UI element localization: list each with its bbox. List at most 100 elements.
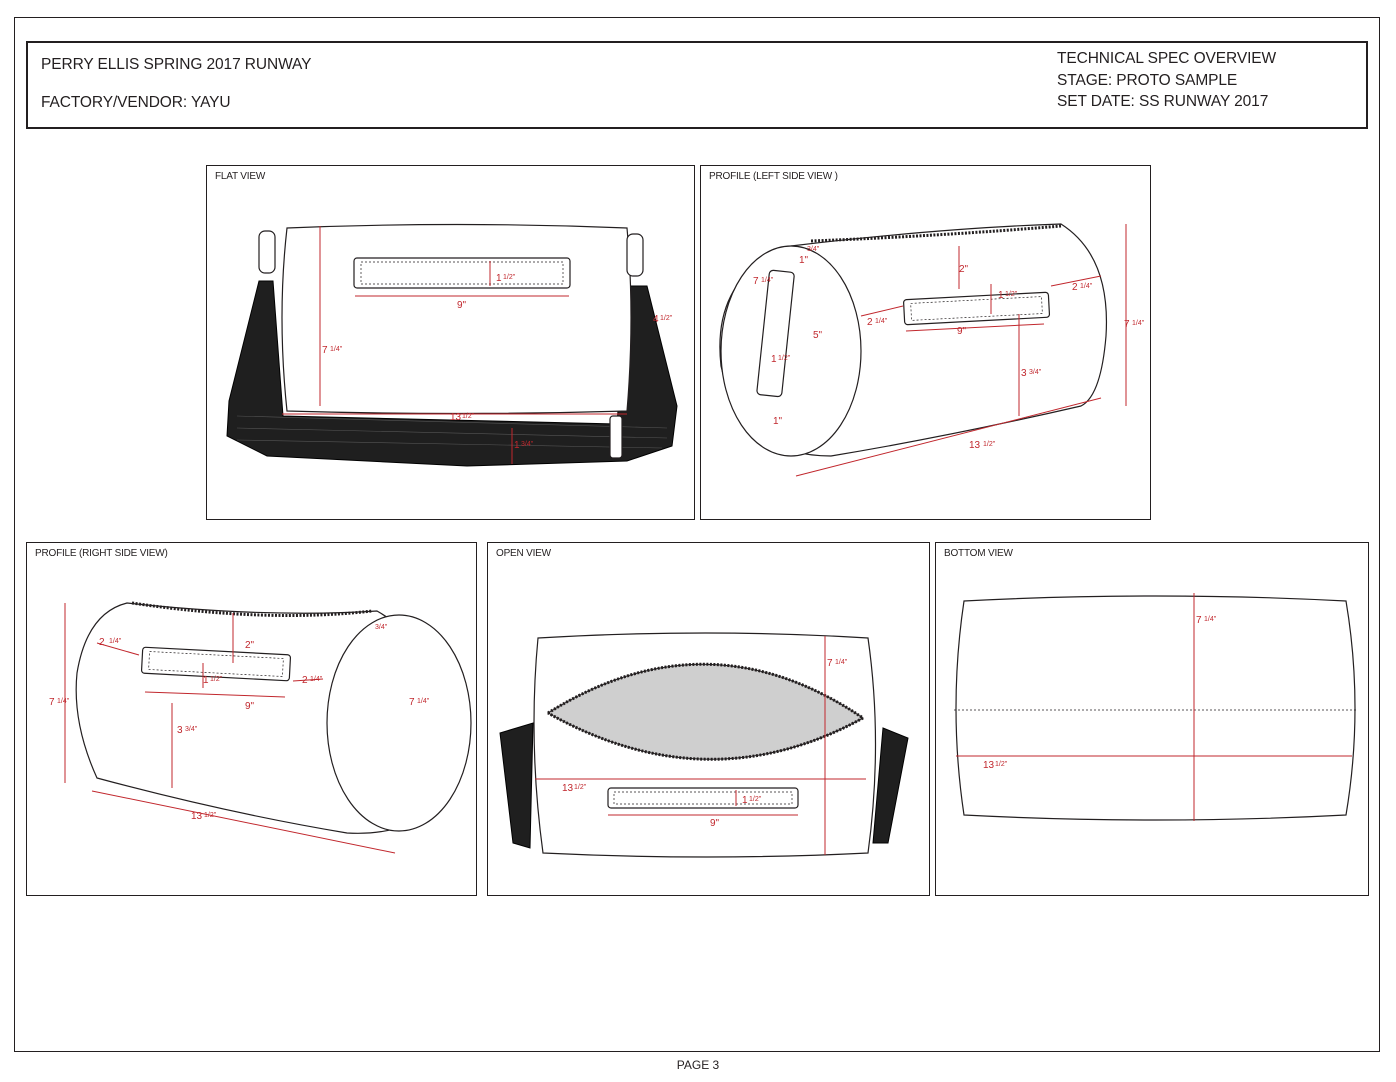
dim-height-frac: 1/4" <box>1132 320 1145 327</box>
vendor-label: FACTORY/VENDOR: YAYU <box>41 94 231 111</box>
dim-strap: 1 <box>514 440 520 451</box>
right-profile-drawing: 2 1/4" 2" 1 1/2" 2 1/4" 9" 7 1/4" 3 3/4"… <box>49 601 472 854</box>
dim-end-dia-frac: 1/4" <box>761 277 774 284</box>
dim-handle-drop: 3 <box>1021 368 1027 379</box>
dim-ring: 4 <box>653 314 659 325</box>
open-view-drawing: 7 1/4" 13 1/2" 1 1/2" 9" <box>499 632 909 858</box>
end-handle <box>756 269 795 398</box>
dim-height: 7 <box>49 697 55 708</box>
dim-height-frac: 1/4" <box>330 346 343 353</box>
strap-buckle <box>609 415 623 459</box>
doc-title: TECHNICAL SPEC OVERVIEW <box>1057 50 1277 67</box>
end-panel <box>720 245 862 457</box>
dim-height-frac: 1/4" <box>57 698 70 705</box>
right-clip <box>626 233 644 277</box>
dim-handle-h-frac: 1/2" <box>749 796 762 803</box>
dim-end-handle-w-frac: 1/2" <box>778 355 791 362</box>
left-strap <box>499 722 534 849</box>
dim-length-frac: 1/2" <box>983 441 996 448</box>
top-handle <box>353 257 571 289</box>
dim-left-gap-frac: 1/4" <box>109 638 122 645</box>
flat-view-drawing: 7 1/4" 1 1/2" 9" 13 1/2" 1 3/4" 4 1/2" <box>226 223 678 467</box>
bag-bottom <box>955 595 1356 821</box>
stage-label: STAGE: PROTO SAMPLE <box>1057 72 1238 89</box>
left-profile-panel: PROFILE (LEFT SIDE VIEW ) 3/4" 1" 7 1/4"… <box>700 165 1151 520</box>
panel-title: PROFILE (LEFT SIDE VIEW ) <box>709 171 838 182</box>
end-panel <box>326 614 472 832</box>
panel-title: PROFILE (RIGHT SIDE VIEW) <box>35 548 168 559</box>
dim-top-gap: 1" <box>799 255 809 266</box>
bottom-view-drawing: 7 1/4" 13 1/2" <box>954 593 1356 821</box>
zipper <box>810 224 1062 243</box>
right-strap <box>872 727 909 844</box>
dim-handle-h: 1 <box>998 290 1004 301</box>
dim-left-gap-frac: 1/4" <box>875 318 888 325</box>
dim-zip-gap: 2" <box>959 264 969 275</box>
dim-width: 13 <box>562 783 574 794</box>
page-frame <box>14 17 1380 1052</box>
right-profile-panel: PROFILE (RIGHT SIDE VIEW) 2 1/4" 2" 1 1/… <box>26 542 477 896</box>
dim-width: 13 <box>450 412 462 423</box>
panel-title: BOTTOM VIEW <box>944 548 1013 559</box>
dim-strap-frac: 3/4" <box>521 441 534 448</box>
left-clip <box>258 230 276 274</box>
dim-right-gap: 2 <box>1072 282 1078 293</box>
dim-length: 13 <box>969 440 981 451</box>
set-date-label: SET DATE: SS RUNWAY 2017 <box>1057 93 1269 110</box>
dim-height: 7 <box>322 345 328 356</box>
dim-ring-frac: 1/2" <box>660 315 673 322</box>
bottom-view-panel: BOTTOM VIEW 7 1/4" 13 1/2" <box>935 542 1369 896</box>
panel-title: OPEN VIEW <box>496 548 551 559</box>
dim-handle-h-frac: 1/2" <box>210 676 223 683</box>
dim-width-frac: 1/2" <box>462 413 475 420</box>
dim-width-frac: 1/2" <box>574 784 587 791</box>
dim-tab: 3/4" <box>807 246 820 253</box>
dim-height: 7 <box>827 658 833 669</box>
dim-handle-drop-frac: 3/4" <box>185 726 198 733</box>
dim-end-dia: 7 <box>409 697 415 708</box>
top-handle <box>607 787 799 809</box>
dim-right-gap-frac: 1/4" <box>1080 283 1093 290</box>
dim-bottom-gap: 1" <box>773 416 783 427</box>
dim-handle-h: 1 <box>496 273 502 284</box>
zipper <box>131 601 373 617</box>
strap <box>226 280 678 467</box>
dim-height-frac: 1/4" <box>835 659 848 666</box>
dim-height-frac: 1/4" <box>1204 616 1217 623</box>
dim-length: 13 <box>191 811 203 822</box>
dim-handle-h-frac: 1/2" <box>1005 291 1018 298</box>
side-handle <box>903 291 1051 326</box>
dim-handle-drop: 3 <box>177 725 183 736</box>
dim-width-frac: 1/2" <box>995 761 1008 768</box>
dim-end-dia: 7 <box>753 276 759 287</box>
dim-handle-w: 9" <box>957 326 967 337</box>
dim-end-handle: 5" <box>813 330 823 341</box>
page-number: PAGE 3 <box>676 1058 720 1072</box>
left-profile-drawing: 3/4" 1" 7 1/4" 5" 1 1/2" 1" 2" 2 1/4" 1 … <box>719 223 1145 477</box>
dim-handle-drop-frac: 3/4" <box>1029 369 1042 376</box>
dim-zip-gap: 2" <box>245 640 255 651</box>
dim-handle-h: 1 <box>203 675 209 686</box>
dim-height: 7 <box>1196 615 1202 626</box>
spec-header: PERRY ELLIS SPRING 2017 RUNWAY FACTORY/V… <box>26 41 1368 129</box>
flat-view-panel: FLAT VIEW 7 1/4" 1 1/2" 9" 13 1/2" 1 3/4… <box>206 165 695 520</box>
dim-handle-h-frac: 1/2" <box>503 274 516 281</box>
dim-height: 7 <box>1124 319 1130 330</box>
dim-right-gap: 2 <box>302 675 308 686</box>
zipper <box>547 662 866 761</box>
dim-handle-h: 1 <box>742 795 748 806</box>
open-view-panel: OPEN VIEW 7 1/4" 13 1/2" 1 1/2" 9" <box>487 542 930 896</box>
panel-title: FLAT VIEW <box>215 171 266 182</box>
dim-handle-w: 9" <box>245 701 255 712</box>
side-handle <box>140 646 292 682</box>
collection-title: PERRY ELLIS SPRING 2017 RUNWAY <box>41 56 312 73</box>
dim-right-gap-frac: 1/4" <box>310 676 323 683</box>
dim-left-gap: 2 <box>867 317 873 328</box>
dim-tab: 3/4" <box>375 624 388 631</box>
dim-end-handle-w: 1 <box>771 354 777 365</box>
dim-handle-w: 9" <box>710 818 720 829</box>
dim-left-gap: 2 <box>99 637 105 648</box>
dim-width: 13 <box>983 760 995 771</box>
bag-body <box>281 223 632 415</box>
dim-length-frac: 1/2" <box>204 812 217 819</box>
